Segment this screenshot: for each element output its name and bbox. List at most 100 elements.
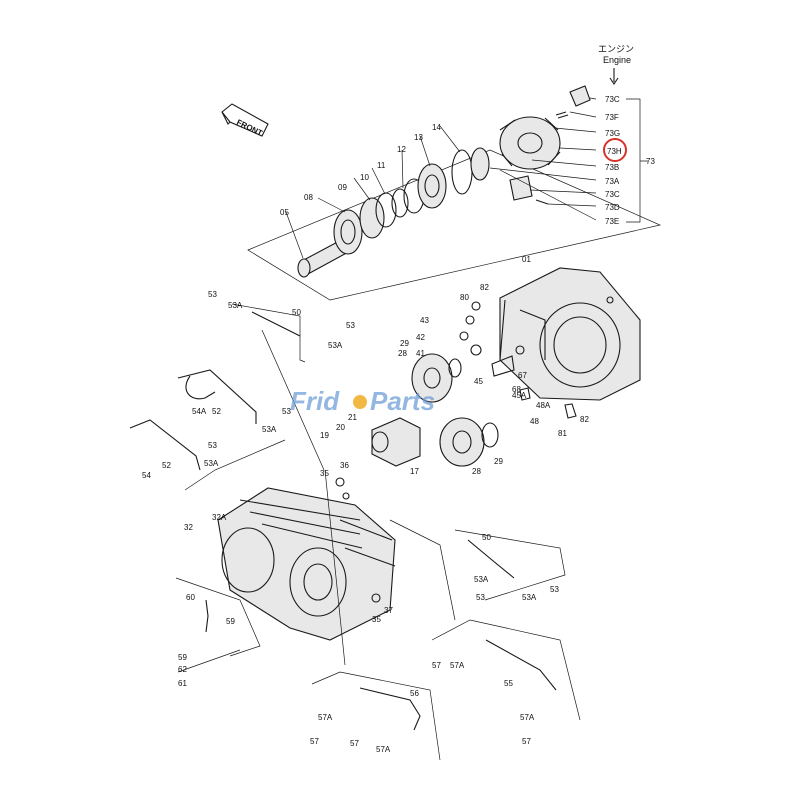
- part-label-53: 53: [208, 290, 217, 299]
- part-label-50: 50: [292, 308, 301, 317]
- part-label-73c: 73C: [605, 95, 620, 104]
- part-label-73f: 73F: [605, 113, 619, 122]
- part-label-45: 45: [474, 377, 483, 386]
- part-labels: 73C 73F 73G 73H 73 73B 73A 73C 73D 73E 14 13 12 11 10 0…: [142, 95, 655, 754]
- part-label-53a: 53A: [328, 341, 343, 350]
- part-label-82: 82: [580, 415, 589, 424]
- pipes: [129, 311, 557, 731]
- part-label-09: 09: [338, 183, 347, 192]
- part-label-13: 13: [414, 133, 423, 142]
- part-label-73e: 73E: [605, 217, 619, 226]
- part-label-28: 28: [398, 349, 407, 358]
- part-label-01: 01: [522, 255, 531, 264]
- main-pump: [217, 477, 396, 641]
- watermark-text-a: Frid: [290, 386, 340, 416]
- part-label-73d: 73D: [605, 203, 620, 212]
- part-label-41: 41: [416, 349, 425, 358]
- part-label-57: 57: [432, 661, 441, 670]
- part-label-35: 35: [372, 615, 381, 624]
- part-label-73g: 73G: [605, 129, 620, 138]
- part-label-73c: 73C: [605, 190, 620, 199]
- part-label-37: 37: [384, 606, 393, 615]
- shaft-group-outline: [247, 149, 662, 301]
- part-label-57a: 57A: [376, 745, 391, 754]
- group-outlines: [175, 303, 581, 761]
- part-label-48: 48: [530, 417, 539, 426]
- part-label-53: 53: [208, 441, 217, 450]
- part-label-50: 50: [482, 533, 491, 542]
- part-label-73a: 73A: [605, 177, 620, 186]
- part-label-59: 59: [178, 653, 187, 662]
- part-label-48a: 48A: [536, 401, 551, 410]
- part-label-10: 10: [360, 173, 369, 182]
- part-label-11: 11: [377, 161, 386, 170]
- part-label-55: 55: [504, 679, 513, 688]
- part-label-21: 21: [348, 413, 357, 422]
- part-label-29: 29: [400, 339, 409, 348]
- part-label-73: 73: [646, 157, 655, 166]
- part-label-20: 20: [336, 423, 345, 432]
- part-label-53a: 53A: [204, 459, 219, 468]
- leaders-top: [285, 97, 648, 259]
- part-label-52: 52: [162, 461, 171, 470]
- part-label-62: 62: [178, 665, 187, 674]
- watermark-logo: Frid Parts: [290, 386, 435, 416]
- drive-shaft-assembly: [297, 85, 591, 278]
- part-label-53: 53: [550, 585, 559, 594]
- part-label-17: 17: [410, 467, 419, 476]
- part-label-57a: 57A: [450, 661, 465, 670]
- part-label-68: 68: [512, 385, 521, 394]
- part-label-28: 28: [472, 467, 481, 476]
- engine-label: Engine: [603, 55, 631, 65]
- part-label-53a: 53A: [228, 301, 243, 310]
- part-label-56: 56: [410, 689, 419, 698]
- part-label-57: 57: [350, 739, 359, 748]
- gear-set: [371, 301, 577, 467]
- part-label-53: 53: [346, 321, 355, 330]
- part-label-57a: 57A: [520, 713, 535, 722]
- part-label-60: 60: [186, 593, 195, 602]
- part-label-19: 19: [320, 431, 329, 440]
- part-label-12: 12: [397, 145, 406, 154]
- part-label-59: 59: [226, 617, 235, 626]
- part-label-57: 57: [310, 737, 319, 746]
- engine-arrow-icon: [609, 68, 619, 85]
- part-label-43: 43: [420, 316, 429, 325]
- part-label-53a: 53A: [522, 593, 537, 602]
- part-label-32: 32: [184, 523, 193, 532]
- part-label-35: 35: [320, 469, 329, 478]
- part-label-54: 54: [142, 471, 151, 480]
- front-label: FRONT: [235, 118, 264, 138]
- part-label-36: 36: [340, 461, 349, 470]
- part-label-67: 67: [518, 371, 527, 380]
- front-arrow-icon: FRONT: [221, 103, 269, 138]
- part-label-80: 80: [460, 293, 469, 302]
- part-label-82: 82: [480, 283, 489, 292]
- part-label-53a: 53A: [262, 425, 277, 434]
- part-label-53a: 53A: [474, 575, 489, 584]
- part-label-53: 53: [476, 593, 485, 602]
- part-label-61: 61: [178, 679, 187, 688]
- part-label-45a: 45A: [512, 391, 527, 400]
- part-label-53: 53: [282, 407, 291, 416]
- engine-label-jp: エンジン: [598, 44, 634, 54]
- part-label-05: 05: [280, 208, 289, 217]
- part-label-08: 08: [304, 193, 313, 202]
- part-label-14: 14: [432, 123, 441, 132]
- part-label-81: 81: [558, 429, 567, 438]
- part-label-73b: 73B: [605, 163, 619, 172]
- part-label-73h: 73H: [607, 147, 622, 156]
- part-label-57a: 57A: [318, 713, 333, 722]
- part-label-42: 42: [416, 333, 425, 342]
- part-label-52: 52: [212, 407, 221, 416]
- part-label-54a: 54A: [192, 407, 207, 416]
- gear-icon: [353, 395, 367, 409]
- pump-housing: [499, 267, 641, 401]
- highlight-circle-73h: [603, 138, 627, 162]
- part-label-29: 29: [494, 457, 503, 466]
- watermark-text-b: Parts: [370, 386, 435, 416]
- part-label-32a: 32A: [212, 513, 227, 522]
- part-label-57: 57: [522, 737, 531, 746]
